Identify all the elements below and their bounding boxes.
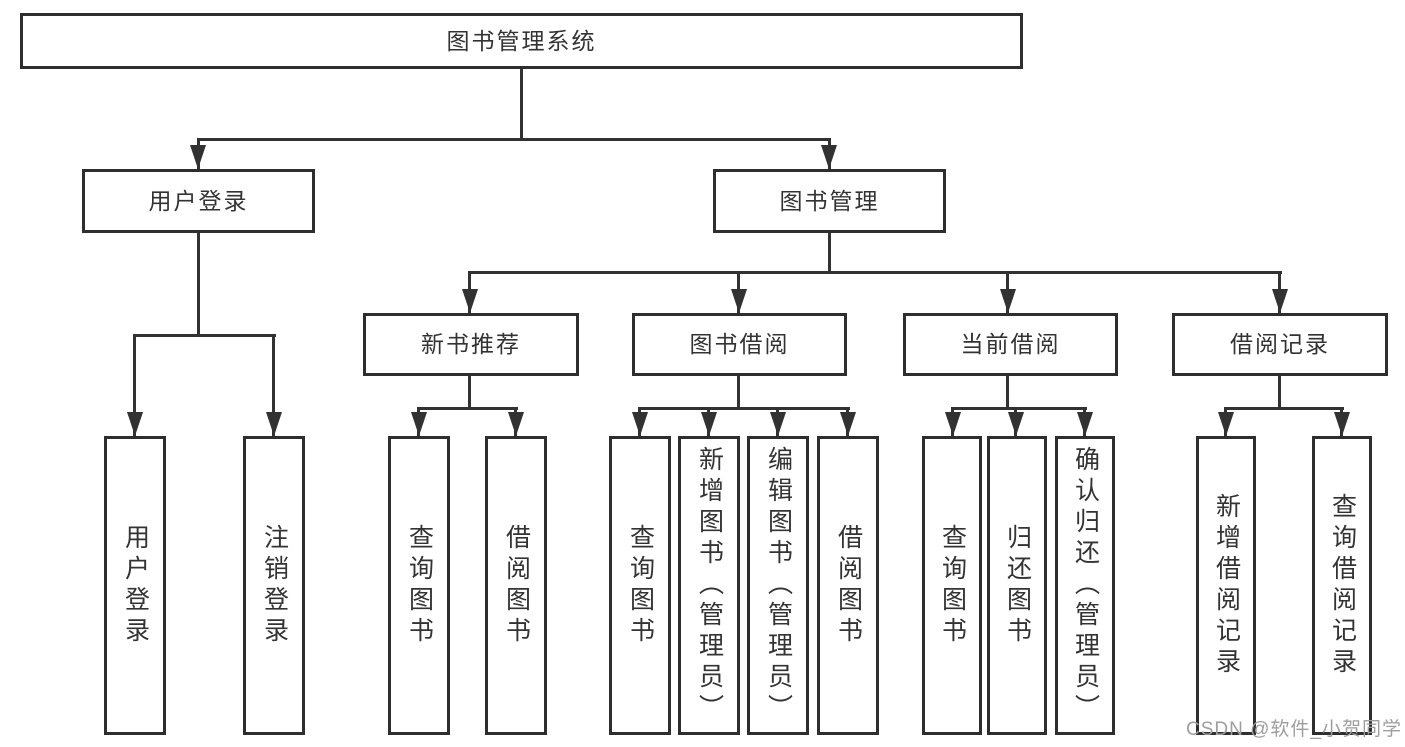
node-library-management-system: 图书管理系统: [20, 13, 1023, 69]
connector-line: [828, 233, 831, 273]
node-label: 用户登录: [148, 187, 249, 214]
connector-line: [737, 376, 740, 409]
connector-line: [1006, 376, 1009, 409]
connector-line: [133, 334, 136, 436]
node-label: 图书借阅: [689, 331, 790, 357]
node-label: 编辑图书（管理员）: [764, 446, 793, 725]
node-label: 查询图书: [626, 523, 655, 648]
arrowhead-down-icon: [1218, 412, 1234, 436]
node-label: 新增图书（管理员）: [695, 446, 724, 725]
connector-line: [951, 407, 1087, 410]
node-user-login: 用户登录: [82, 169, 315, 233]
arrowhead-down-icon: [190, 145, 206, 169]
arrowhead-down-icon: [1334, 412, 1350, 436]
node-label: 归还图书: [1003, 523, 1032, 648]
arrowhead-down-icon: [1008, 412, 1024, 436]
node-label: 查询借阅记录: [1328, 492, 1357, 679]
arrowhead-down-icon: [1272, 289, 1288, 313]
node-new-book-recommend: 新书推荐: [363, 313, 579, 376]
node-label: 注销登录: [260, 523, 289, 648]
node-label: 借阅图书: [834, 523, 863, 648]
connector-line: [1224, 407, 1344, 410]
connector-line: [133, 334, 276, 337]
arrowhead-down-icon: [632, 412, 648, 436]
arrowhead-down-icon: [1000, 289, 1016, 313]
leaf-add-borrow-record: 新增借阅记录: [1196, 436, 1256, 735]
node-label: 借阅记录: [1230, 331, 1330, 357]
leaf-return-books: 归还图书: [987, 436, 1047, 735]
node-label: 确认归还（管理员）: [1071, 446, 1100, 725]
node-label: 借阅图书: [502, 523, 531, 648]
node-book-borrowing: 图书借阅: [632, 313, 847, 376]
connector-line: [272, 334, 275, 436]
leaf-query-borrow-record: 查询借阅记录: [1312, 436, 1372, 735]
node-label: 图书管理: [779, 187, 880, 214]
node-label: 用户登录: [121, 523, 150, 648]
connector-line: [638, 407, 850, 410]
connector-line: [417, 407, 518, 410]
arrowhead-down-icon: [1077, 412, 1093, 436]
leaf-user-login: 用户登录: [104, 436, 166, 735]
node-current-borrowing: 当前借阅: [903, 313, 1118, 376]
leaf-borrow-books-recommend: 借阅图书: [485, 436, 547, 735]
arrowhead-down-icon: [770, 412, 786, 436]
arrowhead-down-icon: [701, 412, 717, 436]
arrowhead-down-icon: [266, 412, 282, 436]
arrowhead-down-icon: [127, 412, 143, 436]
node-borrowing-records: 借阅记录: [1172, 313, 1388, 376]
arrowhead-down-icon: [945, 412, 961, 436]
connector-line: [468, 376, 471, 409]
arrowhead-down-icon: [821, 145, 837, 169]
connector-line: [468, 271, 1282, 274]
arrowhead-down-icon: [462, 289, 478, 313]
node-label: 新增借阅记录: [1212, 492, 1241, 679]
node-label: 新书推荐: [421, 331, 521, 357]
node-label: 当前借阅: [960, 331, 1061, 357]
arrowhead-down-icon: [508, 412, 524, 436]
leaf-query-books-current: 查询图书: [922, 436, 982, 735]
leaf-borrow-books: 借阅图书: [817, 436, 879, 735]
connector-line: [197, 138, 831, 141]
node-label: 图书管理系统: [446, 27, 597, 54]
leaf-add-books-admin: 新增图书（管理员）: [678, 436, 740, 735]
connector-line: [197, 233, 200, 336]
leaf-edit-books-admin: 编辑图书（管理员）: [747, 436, 809, 735]
arrowhead-down-icon: [411, 412, 427, 436]
csdn-watermark: CSDN @软件_小贺同学: [1186, 719, 1402, 740]
leaf-confirm-return-admin: 确认归还（管理员）: [1055, 436, 1115, 735]
arrowhead-down-icon: [731, 289, 747, 313]
connector-line: [520, 69, 523, 140]
node-label: 查询图书: [938, 523, 967, 648]
leaf-query-books-borrowing: 查询图书: [609, 436, 671, 735]
leaf-query-books-recommend: 查询图书: [388, 436, 450, 735]
arrowhead-down-icon: [840, 412, 856, 436]
node-book-management: 图书管理: [713, 169, 946, 233]
connector-line: [1278, 376, 1281, 409]
node-label: 查询图书: [405, 523, 434, 648]
leaf-logout: 注销登录: [243, 436, 305, 735]
